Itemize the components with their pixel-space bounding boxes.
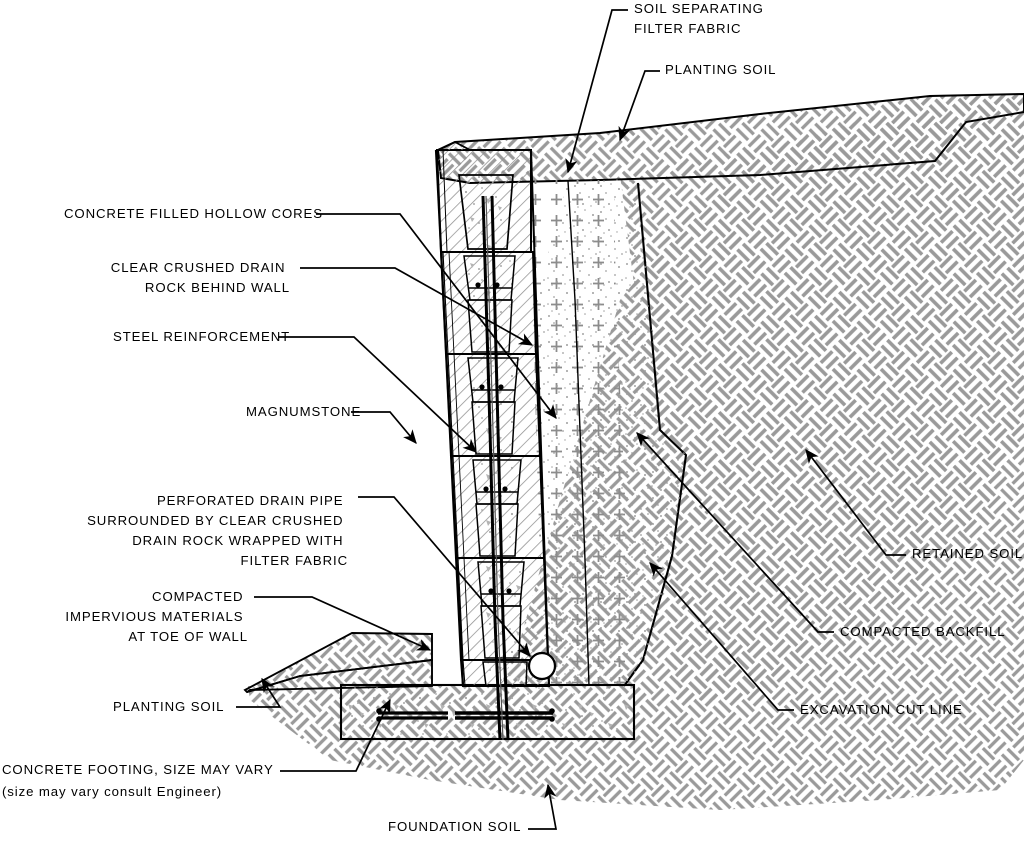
label-steel-reinforcement: STEEL REINFORCEMENT [113, 329, 290, 344]
label-soil-separating-filter-fabric: SOIL SEPARATING FILTER FABRIC [634, 1, 768, 36]
block-course-3 [449, 455, 546, 559]
wall-face-line [434, 149, 465, 687]
label-clear-crushed-drain-rock: CLEAR CRUSHED DRAIN ROCK BEHIND WALL [111, 260, 290, 295]
block-course-4 [444, 353, 542, 457]
label-planting-soil-top: PLANTING SOIL [665, 62, 776, 77]
label-compacted-impervious-materials: COMPACTED IMPERVIOUS MATERIALS AT TOE OF… [65, 589, 248, 644]
region-compacted-backfill [535, 179, 686, 687]
label-foundation-soil: FOUNDATION SOIL [388, 819, 521, 834]
perforated-drain-pipe [527, 651, 557, 681]
label-planting-soil-bottom: PLANTING SOIL [113, 699, 224, 714]
label-retained-soil: RETAINED SOIL [912, 546, 1023, 561]
region-retained-soil [620, 96, 1024, 700]
leader-lines [236, 9, 906, 830]
label-concrete-filled-hollow-cores: CONCRETE FILLED HOLLOW CORES [64, 206, 323, 221]
label-compacted-backfill: COMPACTED BACKFILL [840, 624, 1005, 639]
label-excavation-cut-line: EXCAVATION CUT LINE [800, 702, 963, 717]
steel-reinforcement-bars [481, 195, 510, 741]
label-perforated-drain-pipe: PERFORATED DRAIN PIPE SURROUNDED BY CLEA… [87, 493, 348, 568]
footing-rebar [376, 708, 555, 722]
label-magnumstone: MAGNUMSTONE [246, 404, 361, 419]
label-concrete-footing: CONCRETE FOOTING, SIZE MAY VARY (size ma… [2, 762, 278, 799]
wall-back-line [530, 149, 550, 687]
